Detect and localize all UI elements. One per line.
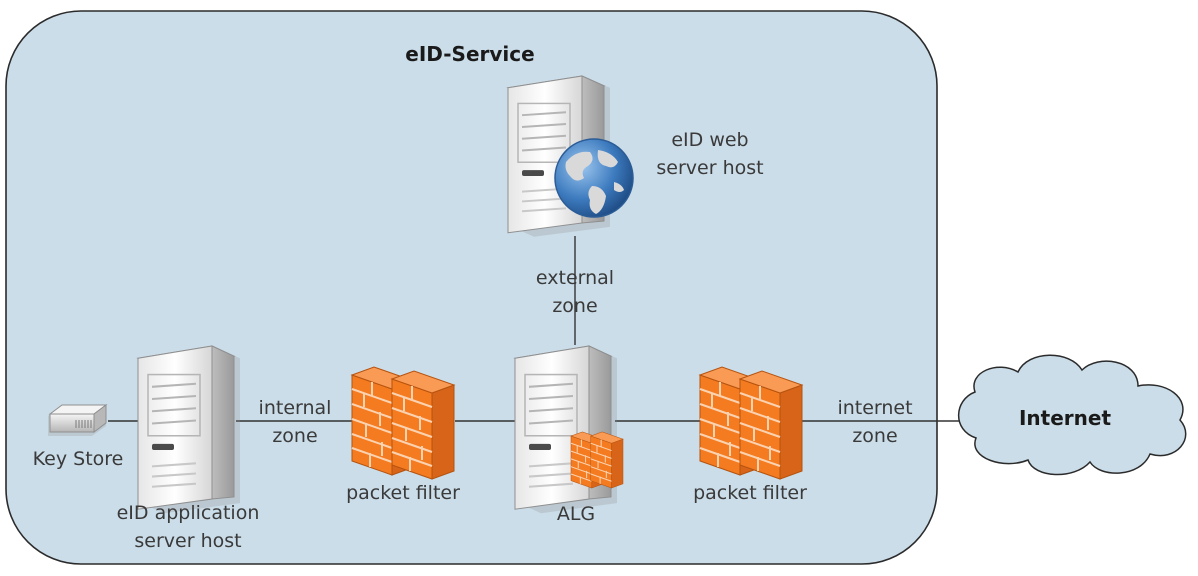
internet-zone-label: internet zone bbox=[800, 394, 950, 450]
internet-label: Internet bbox=[1018, 406, 1112, 430]
web-server-label: eID web server host bbox=[630, 126, 790, 182]
alg-server-icon bbox=[513, 344, 619, 515]
internal-zone-label: internal zone bbox=[220, 394, 370, 450]
key-store-label: Key Store bbox=[32, 448, 124, 470]
packet-filter-left-label: packet filter bbox=[346, 482, 460, 504]
external-zone-line1: external bbox=[535, 267, 615, 289]
app-server-label-line1: eID application bbox=[116, 502, 260, 524]
connection-lines bbox=[108, 236, 968, 422]
web-server-label-line2: server host bbox=[656, 157, 764, 179]
alg-label: ALG bbox=[556, 503, 596, 525]
internal-zone-line1: internal bbox=[258, 397, 332, 419]
web-server-icon bbox=[507, 75, 634, 238]
internal-zone-line2: zone bbox=[272, 425, 318, 447]
app-server-label-line2: server host bbox=[134, 530, 242, 552]
packet-filter-right-icon bbox=[699, 366, 803, 480]
web-server-label-line1: eID web bbox=[671, 129, 749, 151]
app-server-label: eID application server host bbox=[88, 499, 288, 555]
diagram-title: eID-Service bbox=[405, 42, 535, 66]
external-zone-line2: zone bbox=[552, 295, 598, 317]
external-zone-label: external zone bbox=[495, 264, 655, 320]
internet-zone-line1: internet bbox=[837, 397, 913, 419]
alg-firewall-icon bbox=[570, 431, 624, 489]
packet-filter-right-label: packet filter bbox=[693, 482, 807, 504]
key-store-icon bbox=[48, 404, 108, 436]
internet-cloud-icon bbox=[958, 354, 1187, 476]
internet-zone-line2: zone bbox=[852, 425, 898, 447]
